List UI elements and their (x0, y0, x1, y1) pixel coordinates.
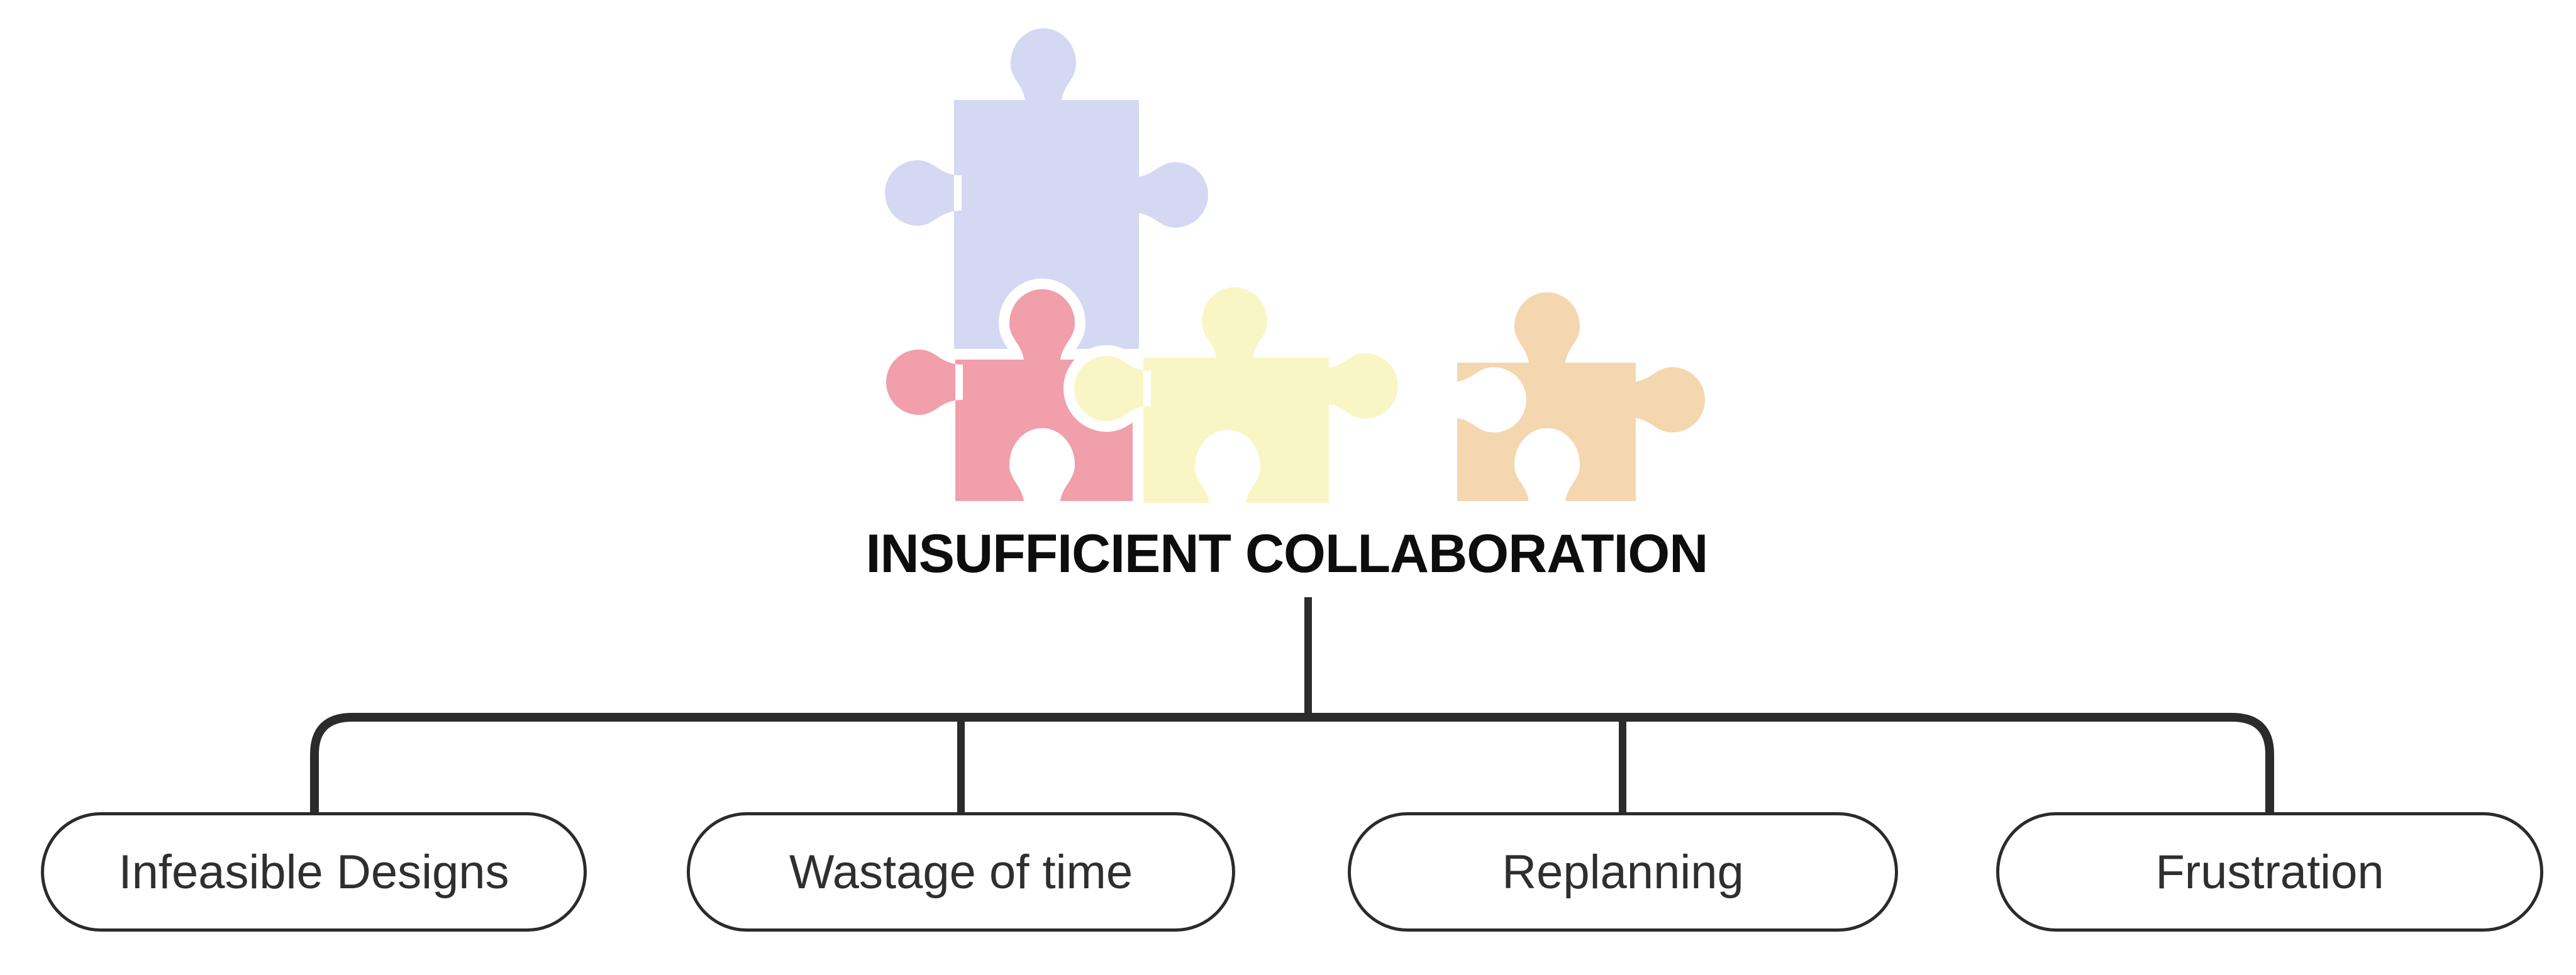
puzzle-piece-pink (886, 289, 1135, 509)
node-label: Frustration (2155, 845, 2384, 899)
node-label: Wastage of time (789, 845, 1133, 899)
puzzle-illustration (885, 28, 1705, 510)
node-label: Infeasible Designs (118, 845, 509, 899)
puzzle-piece-orange (1450, 292, 1705, 509)
orange-bottom-notch (1514, 428, 1580, 509)
node-label: Replanning (1502, 845, 1744, 899)
node-frustration: Frustration (1996, 812, 2543, 932)
puzzle-piece-yellow (1074, 287, 1398, 510)
pink-bottom-notch (1009, 428, 1075, 509)
diagram-title: INSUFFICIENT COLLABORATION (865, 524, 1709, 584)
connector-tree (310, 597, 2274, 812)
node-replanning: Replanning (1348, 812, 1898, 932)
node-wastage-of-time: Wastage of time (687, 812, 1235, 932)
connector-bar (310, 713, 2274, 812)
orange-left-notch (1450, 367, 1526, 432)
yellow-bottom-notch (1195, 430, 1260, 510)
node-infeasible-designs: Infeasible Designs (41, 812, 587, 932)
